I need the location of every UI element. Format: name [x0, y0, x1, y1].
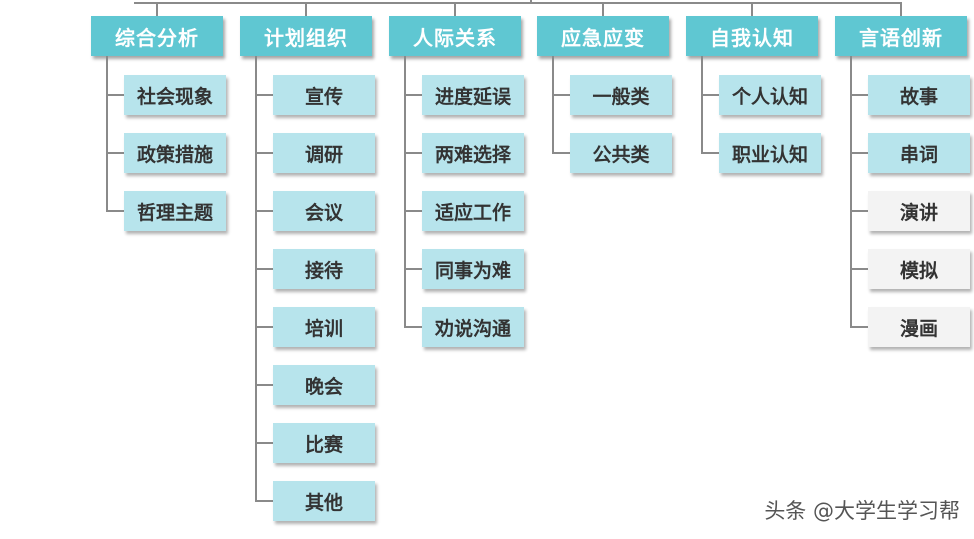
subtopic-box[interactable]: 晚会: [273, 365, 375, 405]
subtopic-box[interactable]: 劝说沟通: [422, 307, 524, 347]
subtopic-box[interactable]: 职业认知: [719, 133, 821, 173]
branch-connector: [255, 384, 273, 386]
branch-connector: [701, 152, 719, 154]
watermark: 头条 @大学生学习帮: [764, 499, 960, 523]
subtopic-box[interactable]: 接待: [273, 249, 375, 289]
subtopic-box[interactable]: 模拟: [868, 249, 970, 289]
subtopic-box[interactable]: 个人认知: [719, 75, 821, 115]
branch-connector: [404, 94, 422, 96]
subtopic-box[interactable]: 串词: [868, 133, 970, 173]
category-connector: [156, 2, 158, 16]
category-box[interactable]: 人际关系: [389, 16, 521, 56]
branch-connector: [850, 326, 868, 328]
branch-connector: [106, 210, 124, 212]
subtopic-box[interactable]: 调研: [273, 133, 375, 173]
category-box[interactable]: 应急应变: [537, 16, 669, 56]
category-connector: [602, 2, 604, 16]
subtopic-box[interactable]: 进度延误: [422, 75, 524, 115]
category-box[interactable]: 计划组织: [240, 16, 372, 56]
branch-connector: [255, 500, 273, 502]
branch-connector: [850, 94, 868, 96]
subtopic-box[interactable]: 故事: [868, 75, 970, 115]
subtopic-box[interactable]: 漫画: [868, 307, 970, 347]
branch-connector: [255, 326, 273, 328]
branch-trunk-line: [255, 56, 257, 502]
subtopic-box[interactable]: 会议: [273, 191, 375, 231]
subtopic-box[interactable]: 公共类: [570, 133, 672, 173]
subtopic-box[interactable]: 两难选择: [422, 133, 524, 173]
category-box[interactable]: 言语创新: [835, 16, 967, 56]
branch-trunk-line: [701, 56, 703, 154]
category-connector: [751, 2, 753, 16]
branch-trunk-line: [850, 56, 852, 328]
branch-connector: [106, 94, 124, 96]
branch-connector: [850, 268, 868, 270]
subtopic-box[interactable]: 政策措施: [124, 133, 226, 173]
branch-connector: [552, 152, 570, 154]
branch-connector: [404, 210, 422, 212]
branch-trunk-line: [552, 56, 554, 154]
branch-connector: [255, 152, 273, 154]
subtopic-box[interactable]: 比赛: [273, 423, 375, 463]
branch-connector: [255, 94, 273, 96]
category-connector: [305, 2, 307, 16]
subtopic-box[interactable]: 适应工作: [422, 191, 524, 231]
subtopic-box[interactable]: 社会现象: [124, 75, 226, 115]
subtopic-box[interactable]: 一般类: [570, 75, 672, 115]
branch-connector: [404, 326, 422, 328]
branch-connector: [850, 210, 868, 212]
branch-connector: [552, 94, 570, 96]
branch-connector: [404, 152, 422, 154]
category-box[interactable]: 自我认知: [686, 16, 818, 56]
category-connector: [454, 2, 456, 16]
branch-connector: [850, 152, 868, 154]
branch-connector: [404, 268, 422, 270]
category-connector: [900, 2, 902, 16]
branch-connector: [106, 152, 124, 154]
subtopic-box[interactable]: 其他: [273, 481, 375, 521]
branch-trunk-line: [404, 56, 406, 328]
branch-connector: [701, 94, 719, 96]
subtopic-box[interactable]: 培训: [273, 307, 375, 347]
branch-connector: [255, 268, 273, 270]
root-connector-stub: [530, 0, 532, 4]
branch-connector: [255, 210, 273, 212]
branch-connector: [255, 442, 273, 444]
top-connector-line: [134, 2, 901, 4]
subtopic-box[interactable]: 演讲: [868, 191, 970, 231]
subtopic-box[interactable]: 哲理主题: [124, 191, 226, 231]
subtopic-box[interactable]: 宣传: [273, 75, 375, 115]
category-box[interactable]: 综合分析: [91, 16, 223, 56]
subtopic-box[interactable]: 同事为难: [422, 249, 524, 289]
branch-trunk-line: [106, 56, 108, 212]
